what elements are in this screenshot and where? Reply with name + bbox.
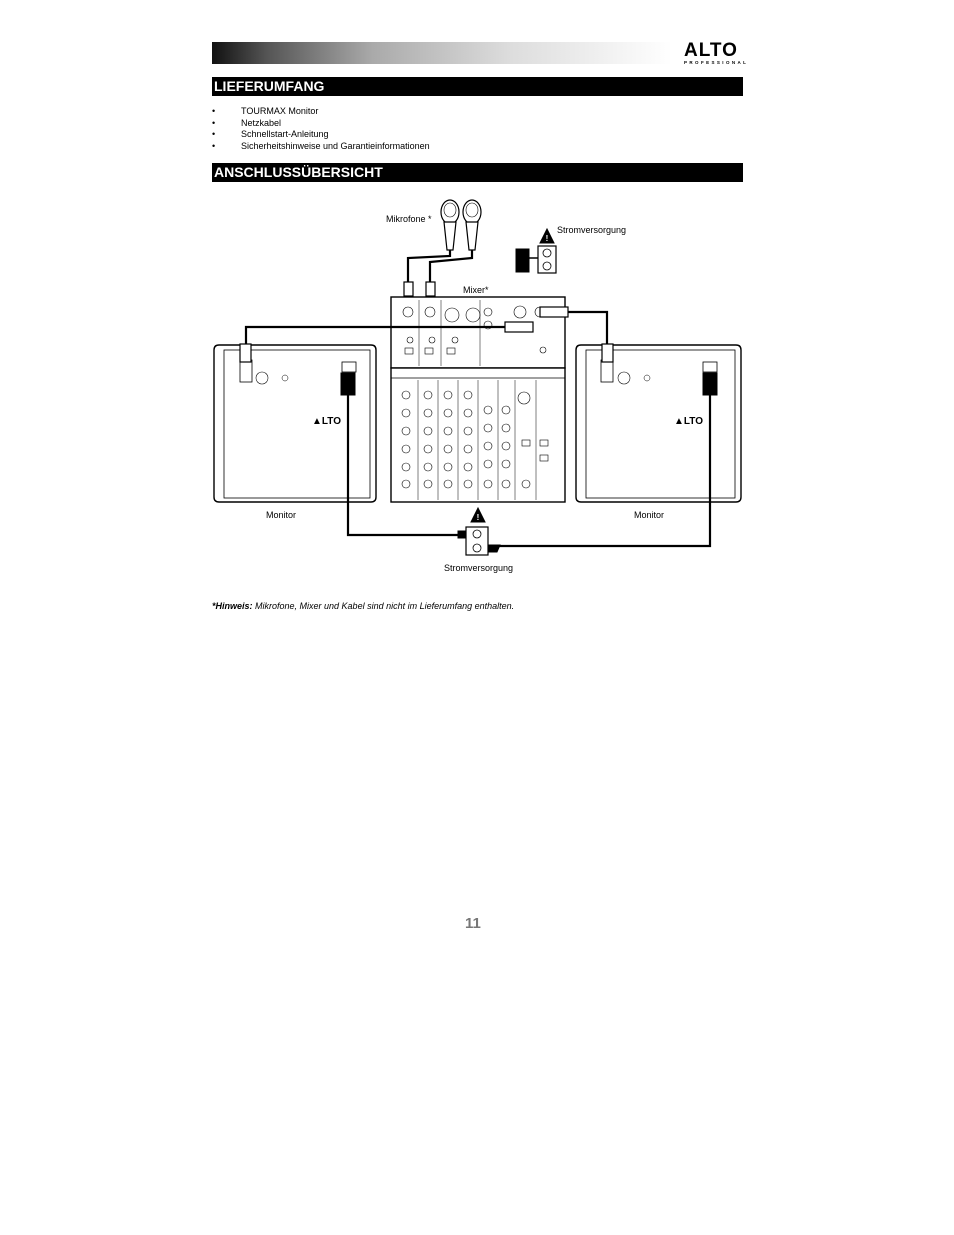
page-number: 11 (465, 915, 481, 932)
power-bottom-label: Stromversorgung (444, 563, 514, 573)
left-monitor-icon: ▲LTO (213, 344, 377, 503)
power-outlet-icon (515, 245, 557, 274)
monitor-left-label: Monitor (266, 510, 297, 520)
list-item: Schnellstart-Anleitung (212, 129, 430, 141)
svg-text:▲LTO: ▲LTO (312, 416, 341, 427)
connection-diagram: ! (213, 199, 742, 556)
warning-icon: ! (539, 227, 555, 244)
section-title-overview: ANSCHLUSSÜBERSICHT (212, 163, 743, 182)
mixer-icon (390, 296, 566, 503)
power-outlet-icon (457, 526, 501, 556)
logo-subtext: PROFESSIONAL (684, 60, 749, 65)
list-item: TOURMAX Monitor (212, 106, 430, 118)
contents-list: TOURMAX Monitor Netzkabel Schnellstart-A… (212, 106, 430, 152)
svg-text:▲LTO: ▲LTO (674, 416, 703, 427)
footnote-prefix: *Hinweis: (212, 601, 253, 611)
footnote: *Hinweis: Mikrofone, Mixer und Kabel sin… (212, 601, 514, 611)
warning-icon: ! (470, 506, 486, 523)
header-gradient-bar (212, 42, 672, 64)
svg-text:!: ! (477, 513, 480, 522)
right-monitor-icon: ▲LTO (575, 344, 742, 503)
list-item: Sicherheitshinweise und Garantieinformat… (212, 141, 430, 153)
section-title-contents: LIEFERUMFANG (212, 77, 743, 96)
footnote-text: Mikrofone, Mixer und Kabel sind nicht im… (252, 601, 515, 611)
microphone-icon (440, 199, 482, 251)
microphones-label: Mikrofone * (386, 214, 432, 224)
alto-logo: ALTO PROFESSIONAL (684, 40, 749, 65)
mixer-label: Mixer* (463, 285, 489, 295)
logo-text: ALTO (684, 40, 738, 61)
svg-text:!: ! (546, 234, 549, 243)
monitor-right-label: Monitor (634, 510, 665, 520)
power-top-label: Stromversorgung (557, 225, 627, 235)
list-item: Netzkabel (212, 118, 430, 130)
